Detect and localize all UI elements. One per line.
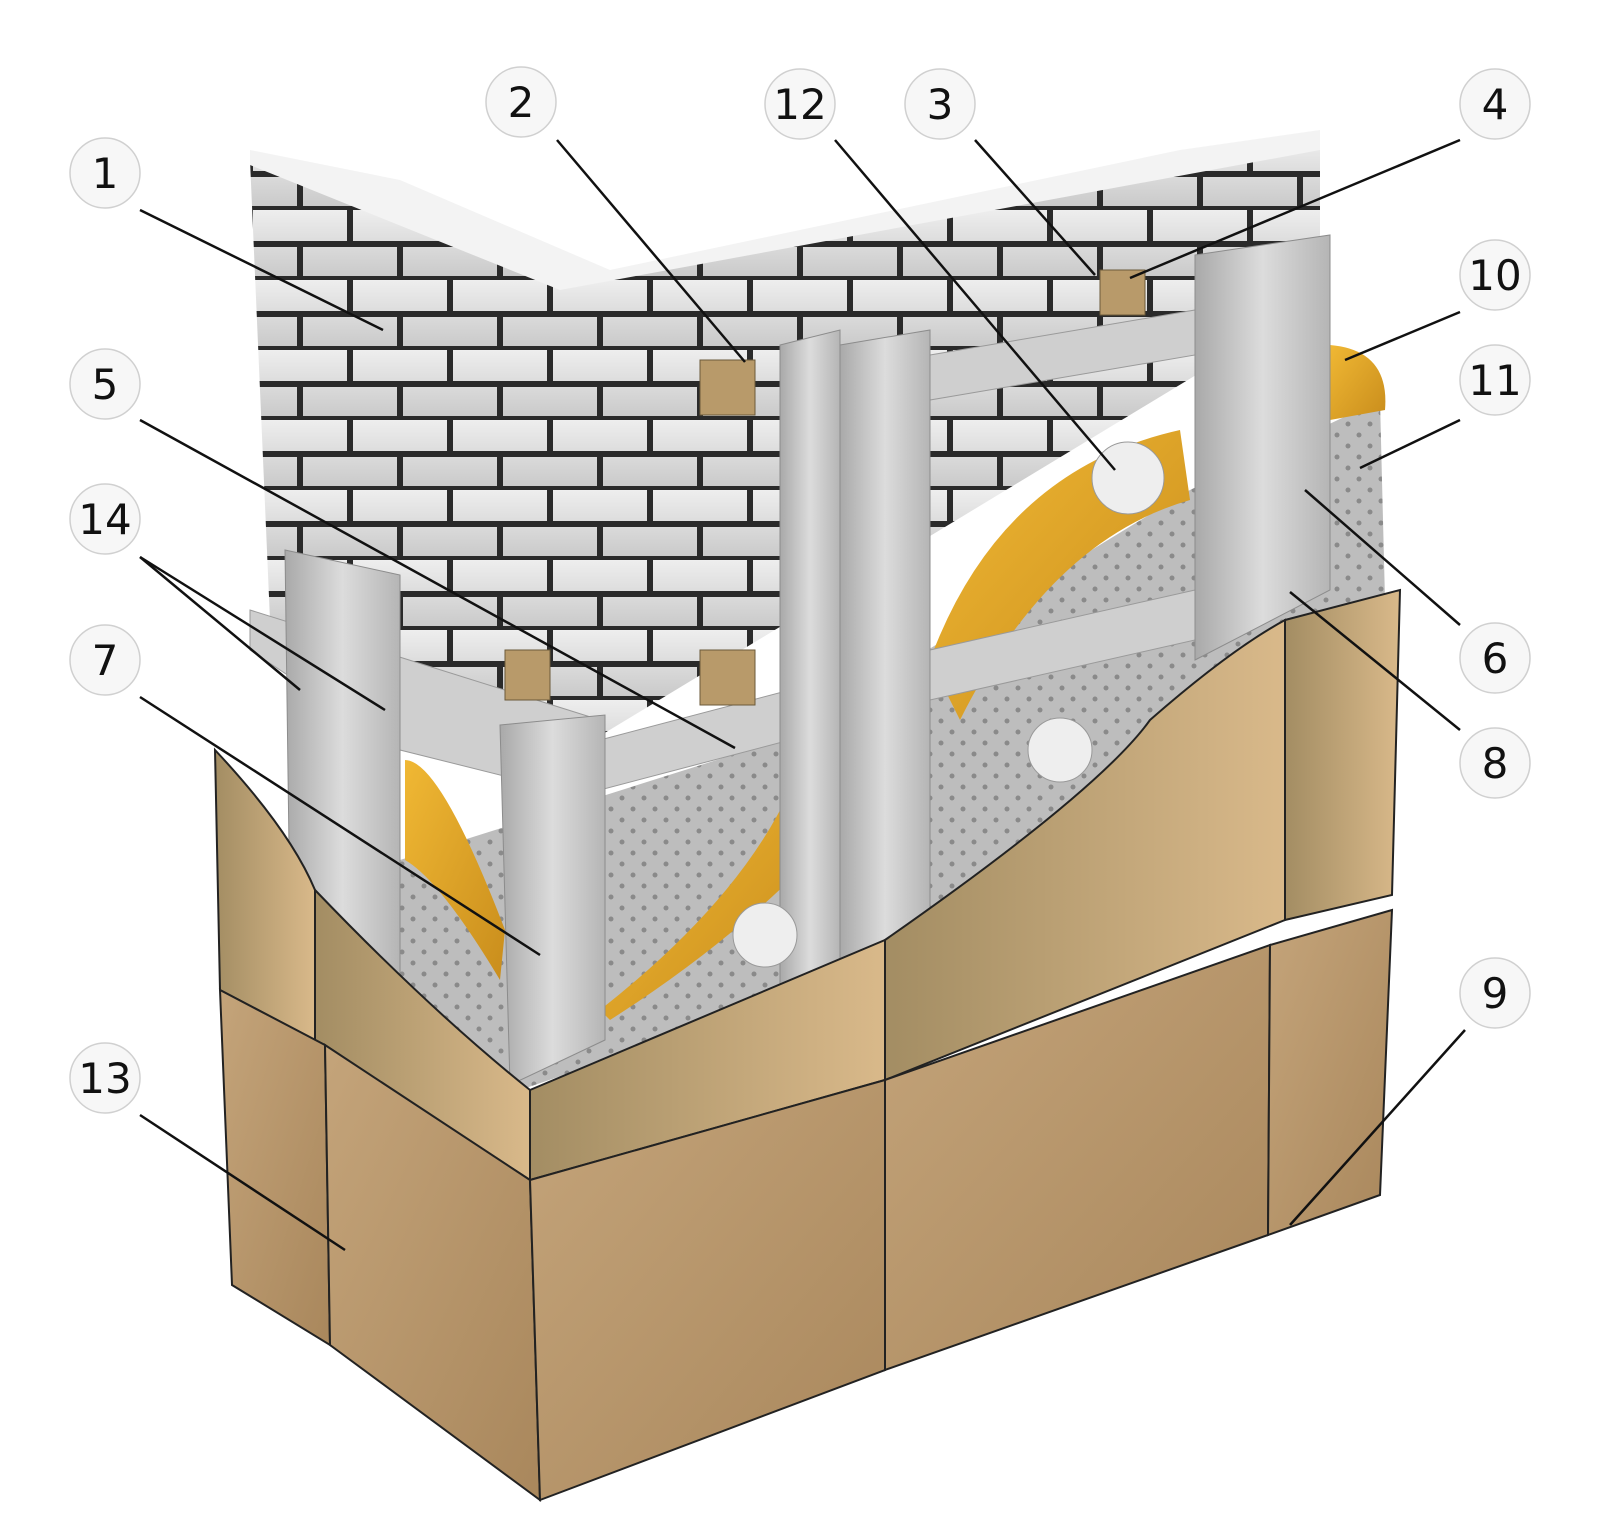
callout-10: 10 <box>1344 239 1531 362</box>
callout-circle <box>764 68 836 140</box>
callout-circle <box>1459 68 1531 140</box>
callout-number: 3 <box>927 80 954 129</box>
callout-circle <box>1459 622 1531 694</box>
leader-line <box>1289 1029 1466 1226</box>
callout-circle <box>1459 727 1531 799</box>
callout-circle <box>904 68 976 140</box>
callout-circle <box>485 66 557 138</box>
callout-circle <box>69 624 141 696</box>
callout-14: 14 <box>69 483 386 712</box>
leader-line <box>556 139 746 363</box>
dowel-anchors <box>732 441 1165 968</box>
callout-circle <box>69 483 141 555</box>
leader-line <box>139 555 386 712</box>
leader-line <box>1304 489 1461 626</box>
leader-line <box>139 1113 346 1252</box>
leader-line <box>974 139 1096 276</box>
callout-number: 7 <box>92 636 119 685</box>
callout-number: 12 <box>773 80 826 129</box>
callout-number: 2 <box>508 78 535 127</box>
leader-line <box>139 695 541 957</box>
callout-number: 10 <box>1468 251 1521 300</box>
leader-line <box>834 139 1116 471</box>
callout-number: 14 <box>78 495 131 544</box>
callout-number: 6 <box>1482 634 1509 683</box>
leader-line <box>139 556 301 691</box>
callout-8: 8 <box>1289 591 1531 799</box>
callout-number: 9 <box>1482 969 1509 1018</box>
callout-circle <box>69 137 141 209</box>
callout-11: 11 <box>1359 344 1531 470</box>
callout-4: 4 <box>1129 68 1531 280</box>
callout-12: 12 <box>764 68 1116 471</box>
callout-circle <box>1459 239 1531 311</box>
callout-5: 5 <box>69 348 736 750</box>
callout-number: 11 <box>1468 356 1521 405</box>
leader-line <box>1344 310 1461 362</box>
callout-number: 5 <box>92 360 119 409</box>
callout-9: 9 <box>1289 957 1531 1226</box>
vertical-profiles <box>284 234 1331 1086</box>
callout-circle <box>1459 957 1531 1029</box>
callout-1: 1 <box>69 137 384 332</box>
cladding-panels-smooth <box>213 588 1402 1182</box>
callout-circle <box>1459 344 1531 416</box>
wall-brackets <box>504 269 1146 706</box>
leader-line <box>139 208 384 332</box>
callout-circle <box>69 348 141 420</box>
callout-3: 3 <box>904 68 1096 276</box>
callout-6: 6 <box>1304 489 1531 694</box>
leader-line <box>139 418 736 750</box>
callout-2: 2 <box>485 66 746 363</box>
callout-number: 1 <box>92 149 119 198</box>
leader-line <box>1129 138 1461 280</box>
callout-number: 8 <box>1482 739 1509 788</box>
callout-13: 13 <box>69 1042 346 1252</box>
cladding-panels-textured <box>218 908 1394 1503</box>
leader-line <box>1359 418 1461 470</box>
leader-line <box>1289 591 1461 731</box>
callout-circle <box>69 1042 141 1114</box>
callout-7: 7 <box>69 624 541 957</box>
callout-number: 4 <box>1482 80 1509 129</box>
callout-number: 13 <box>78 1054 131 1103</box>
